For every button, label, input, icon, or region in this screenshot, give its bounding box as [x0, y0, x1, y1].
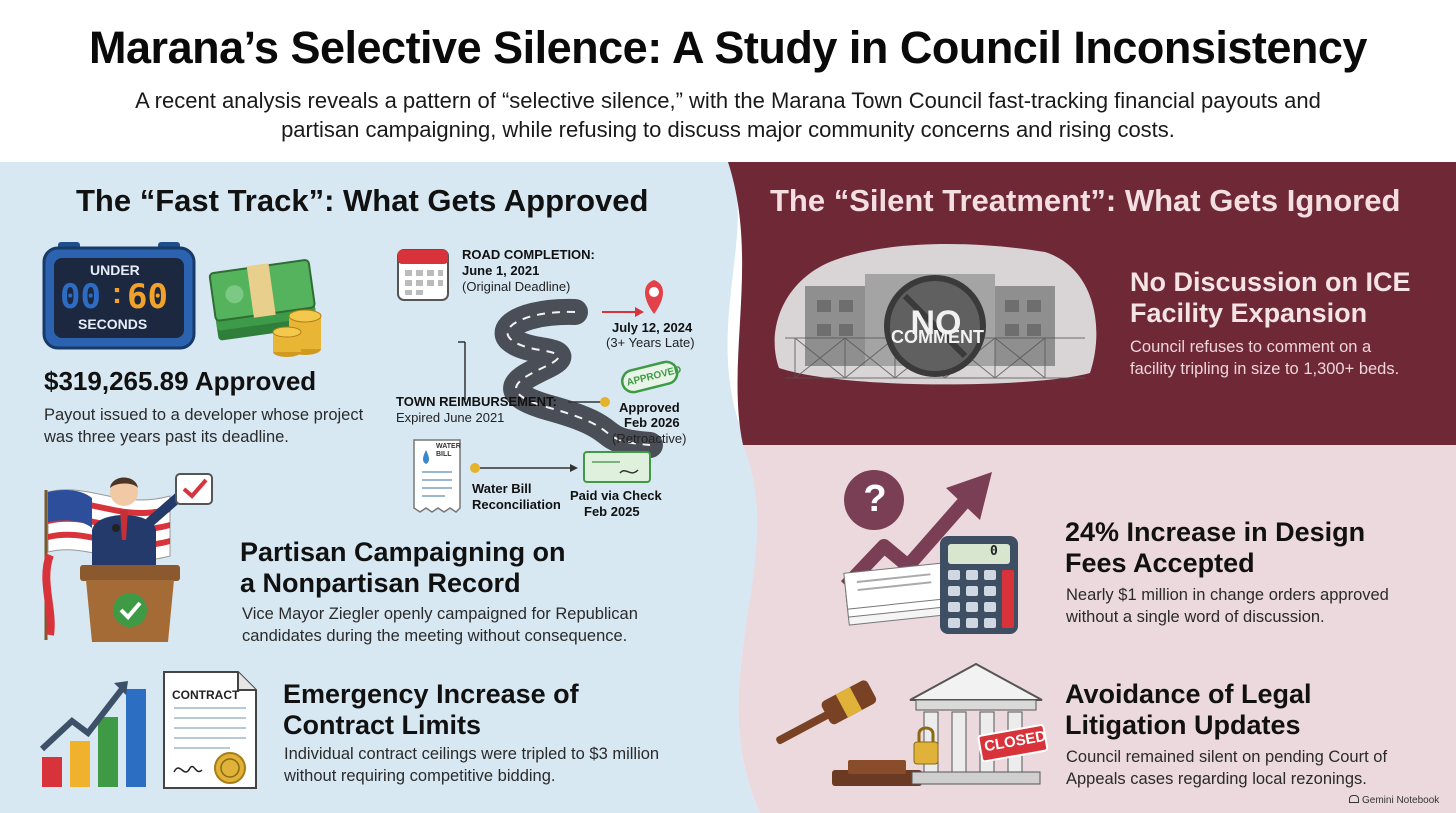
- paid-line2: Feb 2025: [584, 504, 640, 519]
- road-completion-date: June 1, 2021: [462, 263, 540, 278]
- fees-heading-line1: 24% Increase in Design: [1065, 517, 1366, 547]
- paid-line1: Paid via Check: [570, 488, 662, 503]
- approved-line3: (Retroactive): [612, 431, 687, 446]
- no-comment-badge-line1: NO: [910, 304, 962, 342]
- water-bill-line2: Reconciliation: [472, 497, 561, 512]
- rising-bar-chart-icon: [39, 681, 146, 787]
- contract-heading-line1: Emergency Increase of: [283, 679, 579, 709]
- contract-heading-line2: Contract Limits: [283, 710, 482, 740]
- road-completion-note: (Original Deadline): [462, 279, 571, 294]
- timer-colon: :: [112, 277, 122, 310]
- partisan-heading-line1: Partisan Campaigning on: [240, 537, 566, 567]
- question-mark-icon: ?: [863, 478, 887, 520]
- ice-facility-icon: [774, 243, 1097, 385]
- legal-heading-line1: Avoidance of Legal: [1065, 679, 1312, 709]
- contract-description: Individual contract ceilings were triple…: [284, 745, 660, 785]
- partisan-description: Vice Mayor Ziegler openly campaigned for…: [242, 605, 638, 645]
- rising-fees-icon: [840, 470, 1018, 634]
- fees-description: Nearly $1 million in change orders appro…: [1066, 586, 1389, 626]
- ice-heading-line2: Facility Expansion: [1130, 298, 1368, 328]
- left-heading: The “Fast Track”: What Gets Approved: [76, 183, 649, 218]
- late-note: (3+ Years Late): [606, 335, 695, 350]
- road-completion-label: ROAD COMPLETION:: [462, 247, 595, 262]
- approved-line2: Feb 2026: [624, 415, 680, 430]
- money-stack-icon: [208, 259, 322, 357]
- ice-description: Council refuses to comment on a facility…: [1130, 338, 1400, 378]
- approved-line1: Approved: [619, 400, 680, 415]
- water-bill-line1: Water Bill: [472, 481, 532, 496]
- payout-description: Payout issued to a developer whose proje…: [44, 406, 364, 446]
- timer-digits-left: 00: [60, 277, 101, 317]
- water-bill-tag: WATER BILL: [436, 443, 461, 458]
- timer-bottom-label: SECONDS: [78, 316, 148, 332]
- watermark-icon: [1349, 795, 1359, 803]
- legal-description: Council remained silent on pending Court…: [1066, 748, 1388, 788]
- timer-digits-right: 60: [127, 277, 168, 317]
- late-date: July 12, 2024: [612, 320, 693, 335]
- podium-speaker-icon: [42, 473, 213, 642]
- ice-heading-line1: No Discussion on ICE: [1130, 267, 1411, 297]
- legal-heading-line2: Litigation Updates: [1065, 710, 1301, 740]
- watermark-text: Gemini Notebook: [1362, 795, 1440, 806]
- calculator-display: 0: [990, 544, 998, 559]
- no-comment-badge-line2: COMMENT: [891, 327, 984, 347]
- timeline-graphic: [397, 249, 679, 513]
- partisan-heading-line2: a Nonpartisan Record: [240, 568, 521, 598]
- payout-amount: $319,265.89 Approved: [44, 366, 317, 396]
- contract-doc-label: CONTRACT: [172, 688, 240, 702]
- fees-heading-line2: Fees Accepted: [1065, 548, 1255, 578]
- page-title: Marana’s Selective Silence: A Study in C…: [89, 22, 1367, 73]
- timer-top-label: UNDER: [90, 262, 140, 278]
- gavel-courthouse-icon: [776, 662, 1049, 786]
- page-subtitle: A recent analysis reveals a pattern of “…: [135, 88, 1321, 142]
- reimbursement-label: TOWN REIMBURSEMENT:: [396, 394, 557, 409]
- timer-icon: [42, 242, 196, 350]
- contract-document-icon: [163, 671, 257, 789]
- reimbursement-note: Expired June 2021: [396, 410, 505, 425]
- right-heading: The “Silent Treatment”: What Gets Ignore…: [770, 183, 1401, 218]
- watermark: Gemini Notebook: [1349, 795, 1439, 806]
